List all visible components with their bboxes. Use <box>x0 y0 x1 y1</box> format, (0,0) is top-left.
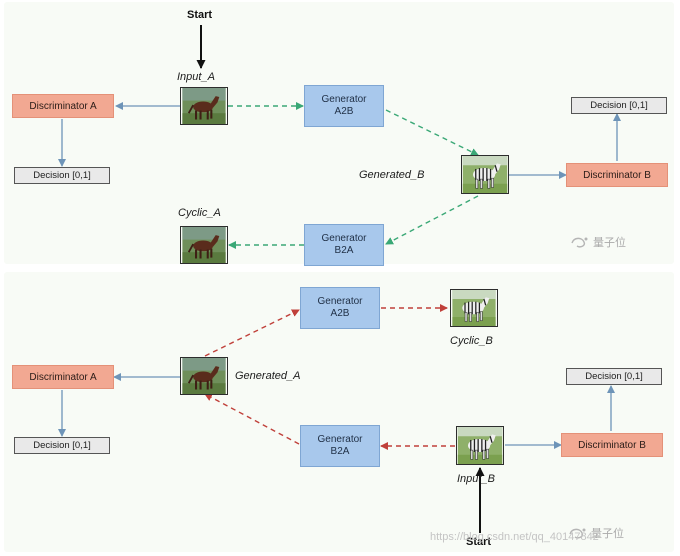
start-label-top: Start <box>187 9 213 21</box>
zebra-icon <box>457 427 503 464</box>
horse-image-input-a <box>180 87 228 125</box>
generator-a2b-top-line2: A2B <box>334 106 354 117</box>
horse-icon <box>181 227 227 263</box>
gen-b2a-to-generated-a <box>204 393 300 445</box>
watermark-logo-icon <box>571 237 588 248</box>
generator-b2a-top-line1: Generator <box>321 233 367 244</box>
generator-a2b-bottom[interactable]: Generator A2B <box>300 287 380 329</box>
cyclic-b-label: Cyclic_B <box>450 335 493 347</box>
start-label-bottom: Start <box>466 536 492 548</box>
horse-image-generated-a <box>180 357 228 395</box>
discriminator-b-top[interactable]: Discriminator B <box>566 163 668 187</box>
generator-a2b-bottom-line2: A2B <box>330 308 350 319</box>
decision-b-bottom: Decision [0,1] <box>566 368 662 385</box>
generator-b2a-top[interactable]: Generator B2A <box>304 224 384 266</box>
gen-a2b-to-generated-b <box>385 109 479 156</box>
zebra-icon <box>462 156 508 193</box>
generator-a2b-top[interactable]: Generator A2B <box>304 85 384 127</box>
url-watermark: https://blog.csdn.net/qq_40147842 <box>430 531 599 543</box>
generated-b-to-gen-b2a <box>385 195 479 245</box>
zebra-icon <box>451 290 497 326</box>
horse-image-cyclic-a <box>180 226 228 264</box>
generator-a2b-top-line1: Generator <box>321 94 367 105</box>
input-a-label: Input_A <box>177 71 215 83</box>
generator-b2a-bottom[interactable]: Generator B2A <box>300 425 380 467</box>
generator-b2a-bottom-line2: B2A <box>330 446 350 457</box>
watermark-text-top: 量子位 <box>593 237 626 249</box>
zebra-image-cyclic-b <box>450 289 498 327</box>
decision-b-top: Decision [0,1] <box>571 97 667 114</box>
decision-a-top: Decision [0,1] <box>14 167 110 184</box>
horse-icon <box>181 88 227 124</box>
generated-a-to-gen-a2b <box>204 309 300 357</box>
cyclic-a-label: Cyclic_A <box>178 207 221 219</box>
generator-b2a-bottom-line1: Generator <box>317 434 363 445</box>
discriminator-a-bottom[interactable]: Discriminator A <box>12 365 114 389</box>
watermark-logo-icon <box>569 528 586 539</box>
input-b-label: Input_B <box>457 473 495 485</box>
top-panel <box>4 2 674 264</box>
discriminator-a-top[interactable]: Discriminator A <box>12 94 114 118</box>
generated-b-label: Generated_B <box>359 169 425 181</box>
watermark-text-bottom: 量子位 <box>591 528 624 540</box>
generated-a-label: Generated_A <box>235 370 301 382</box>
generator-a2b-bottom-line1: Generator <box>317 296 363 307</box>
generator-b2a-top-line2: B2A <box>334 245 354 256</box>
discriminator-b-bottom[interactable]: Discriminator B <box>561 433 663 457</box>
zebra-image-input-b <box>456 426 504 465</box>
horse-icon <box>181 358 227 394</box>
zebra-image-generated-b <box>461 155 509 194</box>
decision-a-bottom: Decision [0,1] <box>14 437 110 454</box>
